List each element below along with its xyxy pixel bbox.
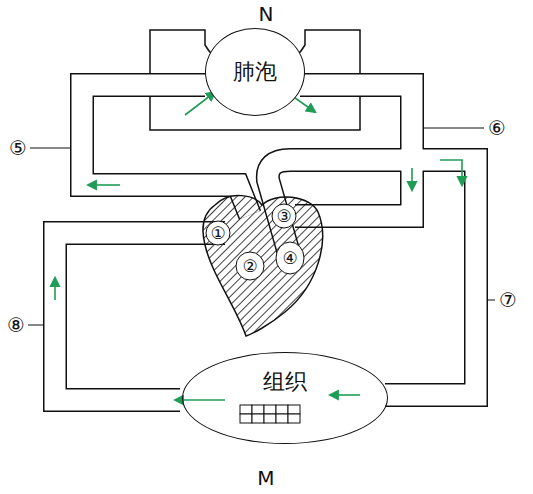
heart — [203, 196, 323, 336]
node-label: 肺泡 — [233, 57, 277, 87]
callout-number: ① — [210, 225, 225, 242]
chamber — [236, 252, 264, 280]
node-label: 组织 — [263, 353, 307, 397]
callout-number: ④ — [282, 250, 297, 267]
point-letter: M — [257, 468, 274, 488]
leader-lines — [28, 128, 495, 325]
callout-number: ③ — [276, 208, 291, 225]
callout-number: ⑤ — [9, 138, 27, 158]
callout-number: ② — [242, 258, 257, 275]
tissue: 组织 — [182, 352, 388, 444]
chamber — [272, 204, 296, 228]
callout-number: ⑧ — [7, 315, 25, 335]
chamber — [206, 221, 230, 245]
alveolus: 肺泡 — [205, 28, 305, 116]
flow-arrows — [55, 92, 462, 400]
callout-number: ⑥ — [488, 118, 506, 138]
tissue-cells — [240, 405, 300, 423]
callout-number: ⑦ — [499, 290, 517, 310]
chamber — [276, 242, 304, 274]
point-letter: N — [259, 4, 274, 24]
